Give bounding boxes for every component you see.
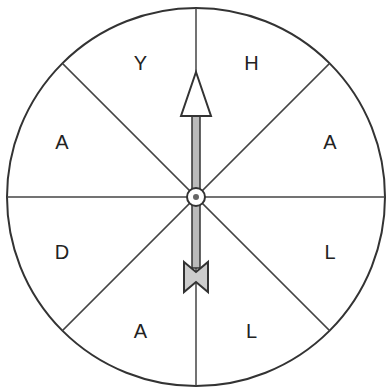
arrow-hub xyxy=(187,188,205,206)
sector-letter: A xyxy=(134,321,147,341)
sector-letter: Y xyxy=(134,53,147,73)
sector-dividers xyxy=(7,8,385,386)
sector-letter: D xyxy=(55,242,69,262)
divider-line xyxy=(62,63,329,330)
sector-letter: L xyxy=(246,321,257,341)
spinner-arrow xyxy=(181,72,211,292)
arrow-fletching xyxy=(184,262,208,292)
sector-letter: L xyxy=(324,242,335,262)
arrow-head xyxy=(181,72,211,116)
divider-line xyxy=(62,63,329,330)
hub-pin xyxy=(193,194,199,200)
sector-letter: A xyxy=(55,132,68,152)
sector-letter: H xyxy=(244,53,258,73)
sector-letter: A xyxy=(323,132,336,152)
wheel-rim xyxy=(7,8,385,386)
